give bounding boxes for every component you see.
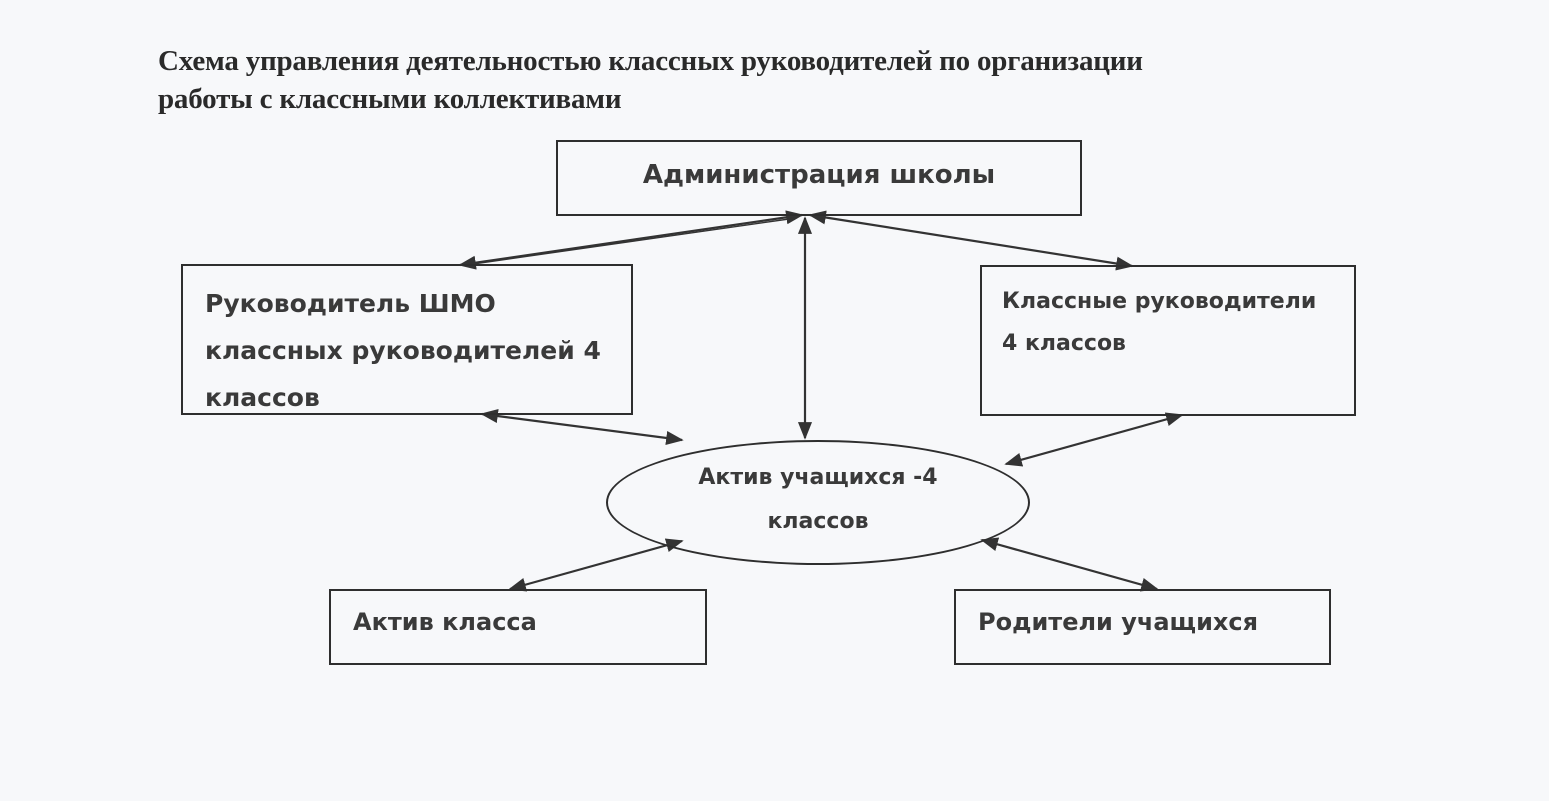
diagram-title-line-1: Схема управления деятельностью классных … bbox=[158, 45, 1143, 77]
edge-admin-shmo bbox=[458, 210, 804, 270]
node-shmo-head: Руководитель ШМО классных руководителей … bbox=[181, 264, 633, 415]
diagram-title: Схема управления деятельностью классных … bbox=[158, 42, 1358, 118]
node-student-activists: Актив учащихся -4 классов bbox=[606, 440, 1030, 565]
node-label: Родители учащихся bbox=[978, 608, 1258, 636]
edge-admin-class-teachers bbox=[808, 210, 1134, 271]
node-label-line-1: Актив учащихся -4 bbox=[698, 465, 938, 490]
node-class-teachers: Классные руководители 4 классов bbox=[980, 265, 1356, 416]
node-label-line-2: 4 классов bbox=[1002, 331, 1126, 356]
node-label-line-2: классов bbox=[767, 509, 869, 534]
node-class-activists: Актив класса bbox=[329, 589, 707, 665]
diagram-title-line-2: работы с классными коллективами bbox=[158, 83, 622, 115]
node-label: Актив класса bbox=[353, 608, 537, 636]
edge-student-activists-class-activists bbox=[508, 538, 684, 592]
node-label: Администрация школы bbox=[642, 160, 996, 190]
edge-admin-shmo-double bbox=[465, 217, 797, 266]
edge-student-activists-parents bbox=[980, 537, 1159, 592]
node-label-line-1: Классные руководители bbox=[1002, 289, 1317, 314]
node-label-line-1: Руководитель ШМО bbox=[205, 289, 496, 318]
node-school-administration: Администрация школы bbox=[556, 140, 1082, 216]
node-parents: Родители учащихся bbox=[954, 589, 1331, 665]
edge-shmo-student-activists bbox=[480, 409, 684, 445]
edge-class-teachers-student-activists bbox=[1004, 412, 1184, 467]
node-label-line-3: классов bbox=[205, 383, 320, 412]
node-label-line-2: классных руководителей 4 bbox=[205, 336, 601, 365]
